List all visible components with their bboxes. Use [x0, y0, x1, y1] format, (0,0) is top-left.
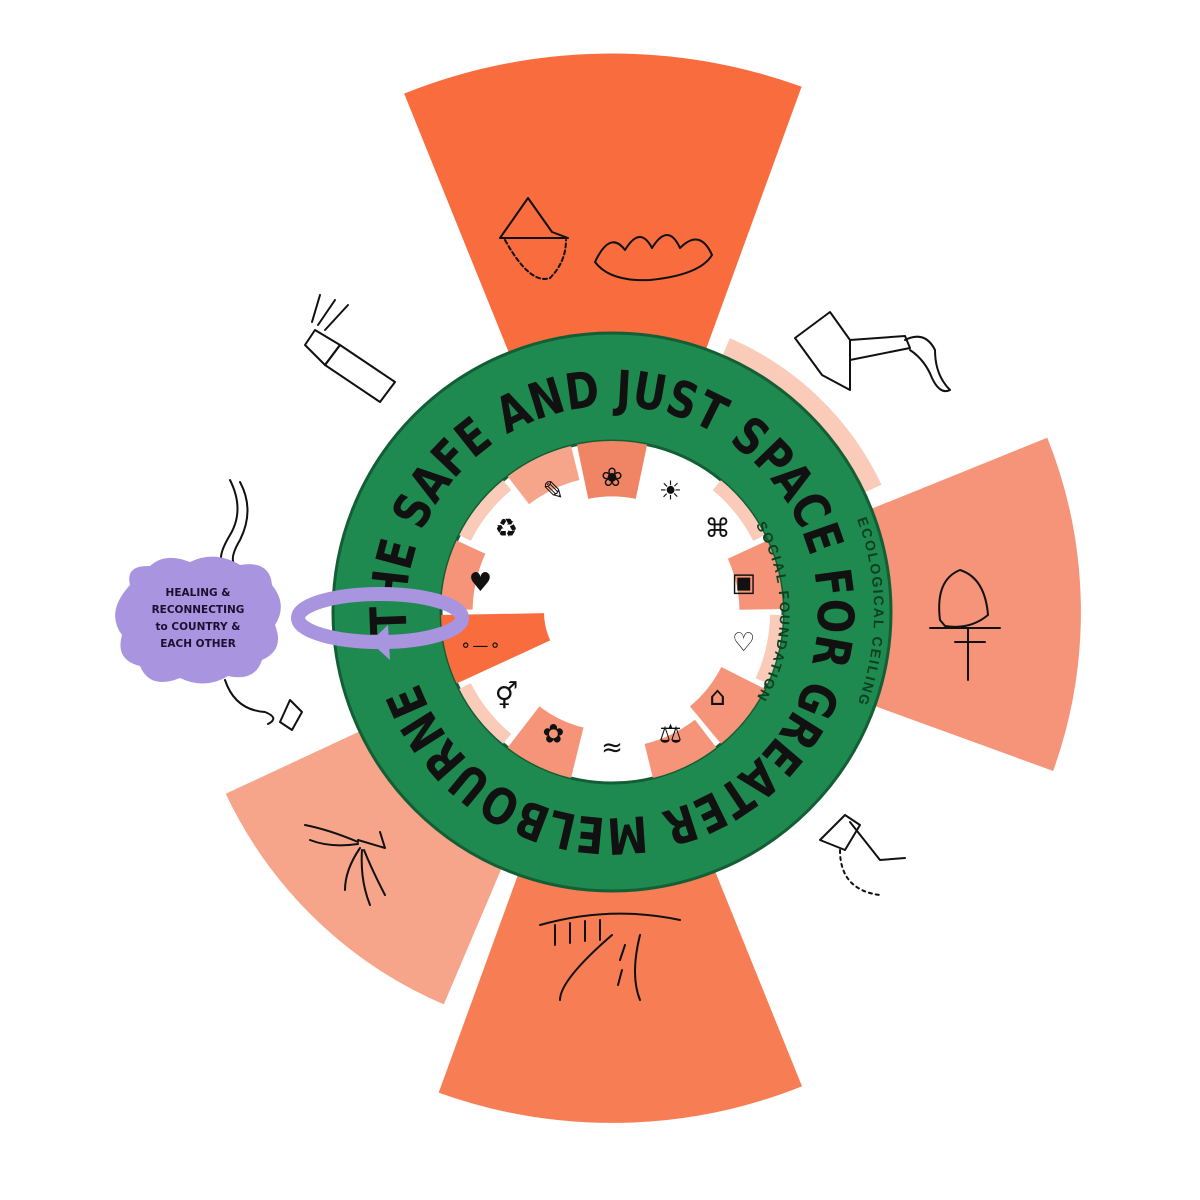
shortfall-sector-mobility-bike	[441, 613, 551, 684]
callout-arrowhead	[370, 625, 390, 660]
social-shortfall-sectors	[441, 440, 783, 779]
overshoot-sector-fertiliser-sack	[867, 433, 1084, 775]
shortfall-sector-peace-justice	[644, 719, 717, 779]
food-vegetables-icon: ❀	[601, 463, 623, 493]
overshoot-sector-road-land-conversion	[434, 867, 806, 1126]
shortfall-sector-voice-document	[507, 445, 580, 505]
social-icons: ❀ ☀ ⌘▣ ♡⌂ ⚖ ≈ ✿ ⚥ ⚬—⚬ ♥♻ ✎	[459, 463, 756, 763]
shortfall-sector-wellbeing-heart	[441, 540, 486, 610]
ecological-overshoot-sectors	[221, 50, 1084, 1126]
callout-cloud	[115, 556, 281, 684]
green-ring	[332, 332, 892, 892]
road-land-conversion-icon	[539, 912, 681, 1001]
callout-line: HEALING &	[165, 587, 231, 599]
callout-line: RECONNECTING	[151, 604, 245, 616]
mobility-bike-icon: ⚬—⚬	[459, 636, 502, 655]
overshoot-sector-iceberg-and-fire	[400, 50, 806, 357]
shortfall-sector-networks	[712, 480, 765, 541]
shortfall-sector-education-tablet-globe	[727, 540, 783, 610]
wellbeing-heart-icon: ♥	[469, 568, 492, 598]
factory-pollution-icon	[794, 311, 951, 393]
shortfall-sector-housing	[689, 667, 765, 744]
networks-icon: ⌘	[705, 514, 731, 544]
shortfall-sector-gender-equality	[459, 683, 512, 744]
shortfall-sector-health-flower	[507, 706, 584, 779]
aerosol-spray-icon	[304, 294, 396, 403]
inner-white-circle	[443, 443, 781, 781]
peace-justice-icon: ⚖	[659, 720, 682, 750]
ring-outer-edge	[331, 331, 893, 893]
education-tablet-globe-icon: ▣	[731, 568, 756, 598]
fertiliser-sack-icon	[929, 569, 1001, 681]
crop-spraying-icon	[304, 824, 386, 906]
gender-equality-icon: ⚥	[495, 681, 518, 712]
care-hand-icon: ♡	[732, 628, 755, 658]
shortfall-sector-care-hand	[755, 614, 783, 684]
energy-sun-wind-icon: ☀	[659, 476, 682, 506]
callout-line: to COUNTRY &	[155, 621, 241, 633]
iceberg-and-fire-icon	[499, 197, 713, 282]
housing-icon: ⌂	[709, 682, 726, 712]
callout-line: EACH OTHER	[160, 638, 236, 650]
circular-arrows-icon: ♻	[495, 514, 518, 544]
health-flower-icon: ✿	[543, 720, 565, 750]
water-tap-icon	[819, 814, 906, 896]
voice-document-icon: ✎	[543, 476, 565, 506]
shortfall-sector-food-vegetables	[576, 440, 648, 499]
callout-text: HEALING & RECONNECTING to COUNTRY & EACH…	[118, 585, 278, 653]
shortfall-sector-circular-arrows	[459, 480, 512, 541]
water-waves-icon: ≈	[601, 733, 623, 763]
